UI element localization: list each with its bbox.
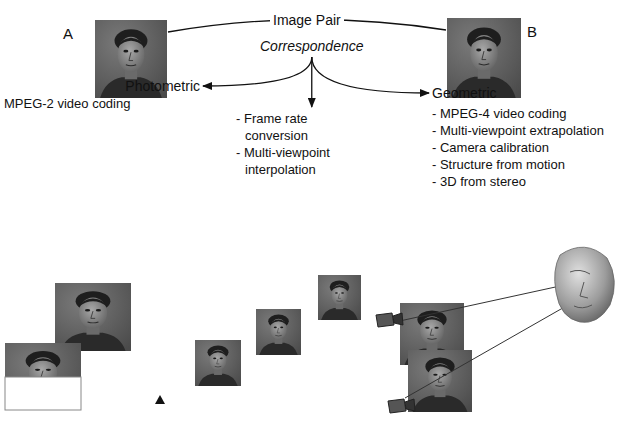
application-list: Geometric - MPEG-4 video coding- Multi-vi… [432, 84, 604, 190]
branch-arrow [311, 57, 312, 107]
edge-label: Image Pair [270, 12, 344, 28]
label-text: Correspondence [260, 37, 364, 55]
geometric-illustration [376, 247, 614, 413]
application-list: - Frame rate conversion- Multi-viewpoint… [236, 110, 352, 178]
label-text: - Camera calibration [432, 139, 604, 156]
heading-text: - Frame rate conversion [236, 110, 352, 144]
label-text: - Structure from motion [432, 156, 604, 173]
photometric-illustration [5, 283, 131, 410]
heading-text: Photometric [4, 77, 200, 95]
label-text: A [63, 24, 73, 44]
branch-arrow [312, 57, 429, 93]
label-text: - Multi-viewpoint interpolation [236, 144, 352, 178]
branch-arrow [203, 57, 312, 86]
label-text: - MPEG-4 video coding [432, 105, 604, 122]
label-text: - Multi-viewpoint extrapolation [432, 122, 604, 139]
frame-sequence [155, 275, 361, 404]
label-text: MPEG-2 video coding [4, 95, 200, 112]
label-text: B [527, 22, 537, 42]
heading-text: Geometric [432, 84, 604, 102]
relation-label: Correspondence [260, 37, 364, 55]
label-text: - 3D from stereo [432, 173, 604, 190]
branch-block: PhotometricMPEG-2 video coding [4, 77, 200, 112]
